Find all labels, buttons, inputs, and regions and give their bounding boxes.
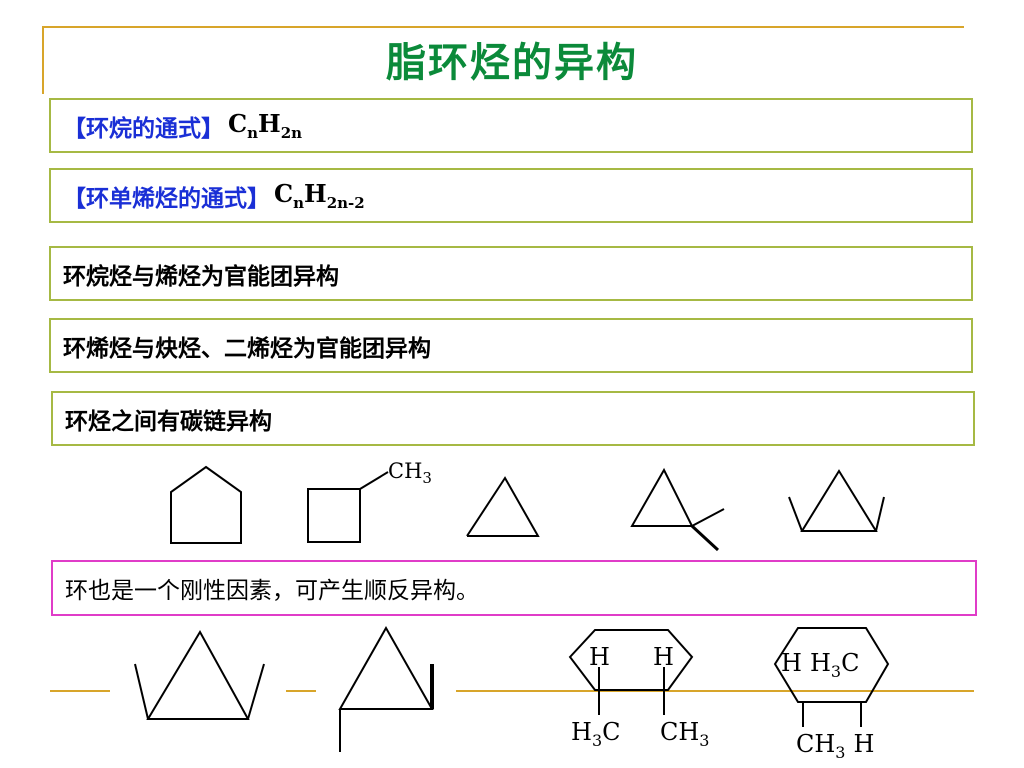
isomer-note-4: 环也是一个刚性因素，可产生顺反异构。 [51,560,977,616]
cycloalkene-formula-box: 【环单烯烃的通式】 CnH2n-2 [49,168,973,223]
isomer-note-4-text: 环也是一个刚性因素，可产生顺反异构。 [65,578,479,604]
cis-cyclopropane-isomer [134,629,265,720]
isomer-note-1: 环烷烃与烯烃为官能团异构 [49,246,973,301]
chair1-h3c-label: H3C [571,718,621,750]
trans-cyclopropane-isomer [338,625,434,752]
decor-bottom-line-1 [50,690,110,692]
cis-dimethylcyclopropane-structure [788,469,885,532]
cyclopentane-structure [170,465,242,544]
isomer-note-2: 环烯烃与炔烃、二烯烃为官能团异构 [49,318,973,373]
methylcyclobutane-structure [307,471,389,543]
chair-cis-structure [568,629,694,715]
cycloalkene-formula: CnH2n-2 [274,179,365,212]
isomer-note-2-text: 环烯烃与炔烃、二烯烃为官能团异构 [63,334,431,362]
isomer-note-3: 环烃之间有碳链异构 [51,391,975,446]
isomer-note-1-text: 环烷烃与烯烃为官能团异构 [63,262,339,290]
cycloalkane-formula: CnH2n [228,109,303,142]
decor-top-line [42,26,964,28]
decor-bottom-line-3 [456,690,974,692]
ethylcyclopropane-structure [466,476,540,537]
decor-bottom-line-2 [286,690,316,692]
cycloalkane-formula-box: 【环烷的通式】 CnH2n [49,98,973,153]
page-title: 脂环烃的异构 [386,39,638,86]
chair-trans-structure [773,627,890,727]
chair1-h-left: H [589,643,610,671]
cycloalkene-formula-label: 【环单烯烃的通式】 [63,184,270,212]
chair1-h-right: H [653,643,674,671]
dimethylcyclopropane-structure [630,467,725,552]
chair1-ch3-label: CH3 [660,718,709,750]
methyl-label: CH3 [388,459,432,487]
cycloalkane-formula-label: 【环烷的通式】 [63,114,224,142]
isomer-note-3-text: 环烃之间有碳链异构 [65,407,272,435]
decor-vertical-line [42,26,44,94]
